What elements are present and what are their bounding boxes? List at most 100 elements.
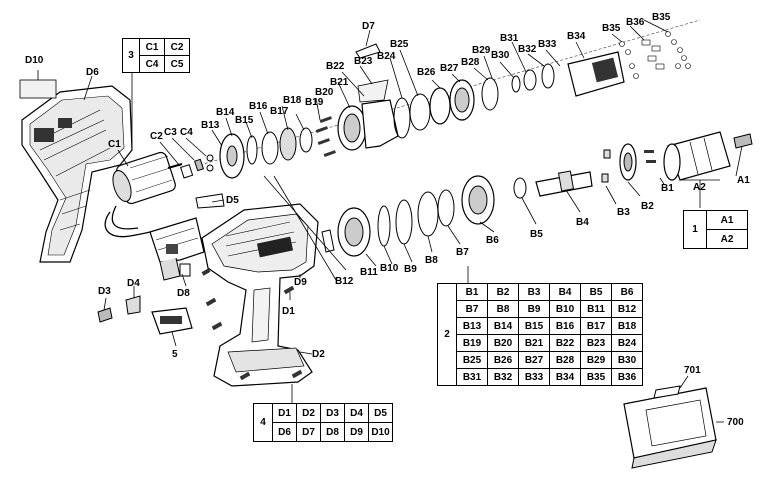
balls-b35 [619, 31, 691, 79]
kit-part-cell: D8 [320, 422, 345, 442]
kit-part-cell: B2 [487, 283, 519, 301]
callout-d2: D2 [312, 349, 325, 360]
kit-part-cell: B11 [580, 300, 612, 318]
callout-c1: C1 [108, 139, 121, 150]
kit-part-cell: B15 [518, 317, 550, 335]
kit-group-number: 4 [253, 403, 273, 442]
kit-part-cell: C5 [164, 55, 190, 73]
kit-part-cell: B28 [549, 351, 581, 369]
callout-b17: B17 [270, 106, 289, 117]
callout-d8: D8 [177, 288, 190, 299]
callout-b33: B33 [538, 39, 557, 50]
kit-part-cell: D2 [296, 403, 321, 423]
chuck-screw-a1 [733, 133, 753, 149]
kit-group-number: 3 [122, 38, 140, 73]
brush-parts-c2-c4 [180, 154, 214, 179]
kit-part-cell: B31 [456, 368, 488, 386]
callout-c3: C3 [164, 127, 177, 138]
kit-part-cell: C4 [139, 55, 165, 73]
callout-b18: B18 [283, 95, 302, 106]
kit-part-cell: B22 [549, 334, 581, 352]
kit-part-cell: A1 [706, 210, 748, 230]
terminal-block-5 [151, 307, 193, 335]
callout-d6: D6 [86, 67, 99, 78]
callout-5: 5 [172, 349, 178, 360]
callout-a2: A2 [693, 182, 706, 193]
callout-b20: B20 [315, 87, 334, 98]
callout-b14: B14 [216, 107, 235, 118]
callout-b25: B25 [390, 39, 409, 50]
callout-b30: B30 [491, 50, 510, 61]
lower-gear-assembly [321, 170, 593, 257]
kit-part-cell: B1 [456, 283, 488, 301]
kit-part-cell: B7 [456, 300, 488, 318]
leader-lines [37, 19, 743, 423]
kit-part-cell: D9 [344, 422, 369, 442]
kit-part-cell: B4 [549, 283, 581, 301]
kit-part-cell: B13 [456, 317, 488, 335]
kit-part-cell: B20 [487, 334, 519, 352]
kit-part-cell: B3 [518, 283, 550, 301]
kit-part-cell: B16 [549, 317, 581, 335]
clip-d5 [195, 193, 225, 209]
kit-part-cell: D1 [272, 403, 297, 423]
callout-d1: D1 [282, 306, 295, 317]
carrying-case-700 [623, 385, 717, 469]
part-d4 [125, 295, 141, 315]
callout-d5: D5 [226, 195, 239, 206]
callout-b28: B28 [461, 57, 480, 68]
kit-part-cell: B17 [580, 317, 612, 335]
kit-part-cell: B6 [611, 283, 643, 301]
callout-b24: B24 [377, 51, 396, 62]
callout-b3: B3 [617, 207, 630, 218]
callout-c4: C4 [180, 127, 193, 138]
callout-b13: B13 [201, 120, 220, 131]
callout-b7: B7 [456, 247, 469, 258]
kit-part-cell: B33 [518, 368, 550, 386]
screw-d3 [97, 307, 113, 323]
callout-b29: B29 [472, 45, 491, 56]
kit-part-cell: C2 [164, 38, 190, 56]
callout-d7: D7 [362, 21, 375, 32]
callout-a1: A1 [737, 175, 750, 186]
kit-part-cell: B35 [580, 368, 612, 386]
kit-part-cell: B24 [611, 334, 643, 352]
motor-wire-2 [111, 205, 139, 230]
kit-part-cell: B8 [487, 300, 519, 318]
kit-table-row: A2 [684, 229, 748, 249]
callout-b11: B11 [360, 267, 378, 278]
callout-b9: B9 [404, 264, 417, 275]
kit-part-cell: B32 [487, 368, 519, 386]
callout-b36: B36 [626, 17, 645, 28]
kit-part-cell: B30 [611, 351, 643, 369]
callout-b4: B4 [576, 217, 589, 228]
callout-b35-second: B35 [652, 12, 671, 23]
kit-part-cell: C1 [139, 38, 165, 56]
kit-part-cell: D7 [296, 422, 321, 442]
kit-part-cell: B23 [580, 334, 612, 352]
kit-part-cell: B5 [580, 283, 612, 301]
callout-701: 701 [684, 365, 701, 376]
callout-d9: D9 [294, 277, 307, 288]
kit-part-cell: B18 [611, 317, 643, 335]
callout-d3: D3 [98, 286, 111, 297]
parts-b1-b3 [601, 143, 656, 183]
clutch-parts [409, 51, 625, 131]
gearbox-screws [315, 116, 336, 157]
callout-d4: D4 [127, 278, 140, 289]
callout-b2: B2 [641, 201, 654, 212]
pins-b36 [641, 39, 665, 70]
